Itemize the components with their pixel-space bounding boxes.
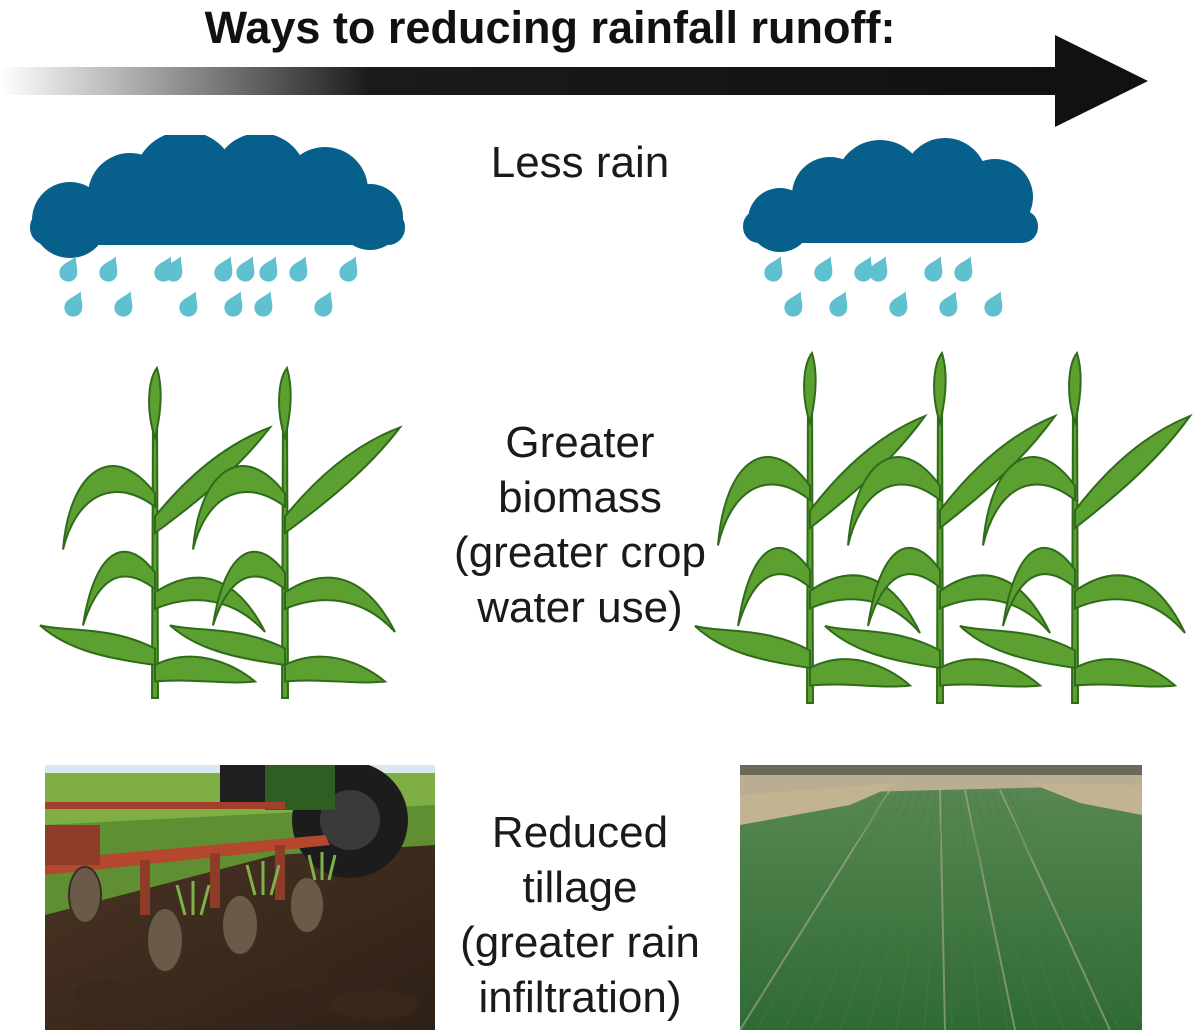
raindrop-icon [99, 256, 118, 282]
label-less-rain: Less rain [490, 138, 670, 187]
raindrop-icon [164, 256, 183, 282]
raindrop-icon [829, 291, 848, 317]
no-till-field-photo [740, 765, 1142, 1030]
raindrop-icon [854, 256, 873, 282]
diagram-title: Ways to reducing rainfall runoff: [204, 2, 896, 53]
raindrop-icon [339, 256, 358, 282]
wheat-plants-left-icon [39, 365, 403, 699]
cloud-light-rain-icon [743, 138, 1038, 317]
raindrop-icon [869, 256, 888, 282]
raindrop-icon [254, 291, 273, 317]
raindrop-icon [114, 291, 133, 317]
label-greater-biomass: Greater biomass (greater crop water use) [454, 418, 706, 632]
raindrop-icon [214, 256, 233, 282]
raindrop-icon [814, 256, 833, 282]
gradient-arrow [0, 35, 1148, 127]
raindrop-icon [924, 256, 943, 282]
raindrop-icon [314, 291, 333, 317]
raindrop-icon [954, 256, 973, 282]
raindrop-icon [764, 256, 783, 282]
raindrop-icon [64, 291, 83, 317]
raindrop-icon [259, 256, 278, 282]
raindrop-icon [984, 291, 1003, 317]
raindrop-icon [224, 291, 243, 317]
raindrop-icon [889, 291, 908, 317]
wheat-plants-right-icon [694, 350, 1193, 704]
label-reduced-tillage: Reduced tillage (greater rain infiltrati… [460, 808, 700, 1022]
tillage-plow-photo [45, 765, 435, 1030]
raindrop-icon [179, 291, 198, 317]
raindrop-icon [289, 256, 308, 282]
raindrop-icon [236, 256, 255, 282]
raindrop-icon [59, 256, 78, 282]
cloud-heavy-rain-icon [30, 135, 405, 317]
raindrop-icon [939, 291, 958, 317]
raindrop-icon [784, 291, 803, 317]
